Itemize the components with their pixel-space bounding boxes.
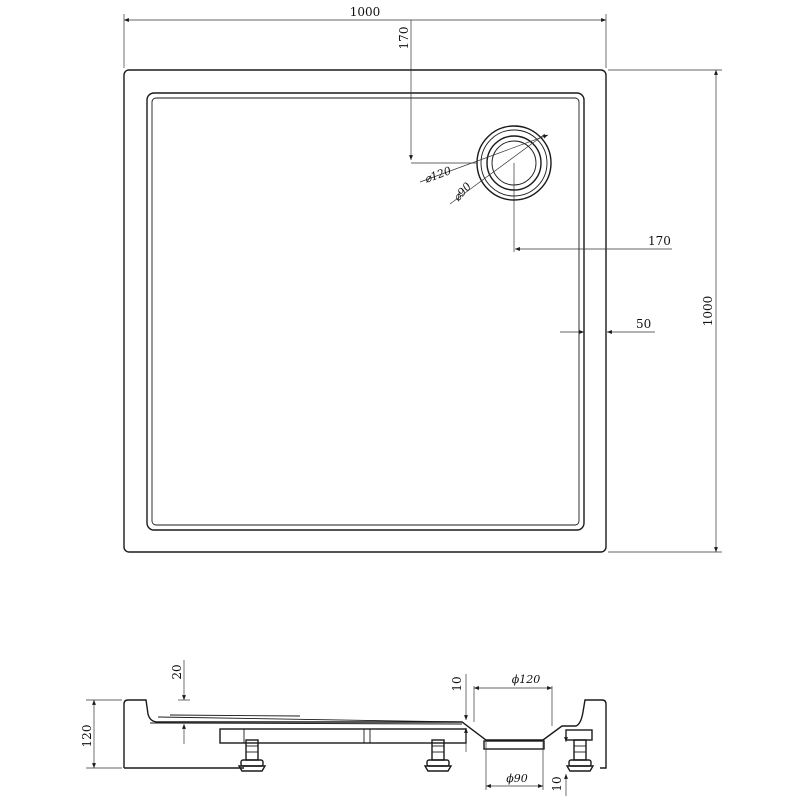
foot-right — [565, 739, 595, 772]
dim-drain-outer-diameter-label: ϕ120 — [512, 673, 541, 686]
adjustable-feet — [237, 729, 595, 772]
dim-overall-height: 1000 — [608, 69, 722, 553]
dim-drain-step: 10 — [450, 674, 468, 752]
tray-section-profile — [123, 699, 607, 769]
dim-rim-step: 20 — [170, 660, 190, 744]
dim-drain-outer-diameter: ϕ120 — [473, 673, 553, 726]
drain-inner-diameter-label: ⌀90 — [451, 180, 474, 204]
dim-drain-diameters: ⌀120 ⌀90 — [419, 133, 549, 205]
plan-view: 1000 1000 170 170 50 — [123, 5, 722, 553]
dim-rim-width: 50 — [560, 317, 655, 334]
dim-bottom-gap-label: 10 — [550, 776, 564, 791]
dim-drain-inner-diameter: ϕ90 — [485, 742, 544, 790]
dim-bottom-gap: 10 — [550, 730, 568, 796]
support-frame — [219, 728, 467, 744]
tray-outer-outline — [123, 69, 607, 553]
tray-inner-basin-outline — [146, 92, 585, 531]
dim-overall-height-label: 1000 — [701, 296, 715, 327]
dim-drain-from-side-label: 170 — [648, 234, 671, 248]
tray-inner-basin-inner-outline — [151, 97, 580, 526]
dim-drain-from-side: 170 — [515, 234, 672, 251]
dim-drain-step-label: 10 — [450, 676, 464, 691]
drain-plan — [476, 125, 552, 252]
dim-overall-width-label: 1000 — [350, 5, 381, 19]
foot-left — [237, 739, 267, 772]
foot-middle — [423, 739, 453, 772]
dim-drain-from-top-label: 170 — [397, 27, 411, 50]
dim-drain-inner-diameter-label: ϕ90 — [506, 772, 528, 785]
dim-total-height-label: 120 — [80, 725, 94, 748]
dim-overall-width: 1000 — [123, 5, 607, 68]
dim-rim-width-label: 50 — [636, 317, 651, 331]
side-view: 120 20 10 ϕ120 ϕ90 — [80, 660, 607, 796]
dim-total-height: 120 — [80, 699, 122, 769]
drain-outer-diameter-label: ⌀120 — [423, 164, 453, 186]
dim-drain-from-top: 170 — [397, 20, 477, 164]
dim-rim-step-label: 20 — [170, 664, 184, 679]
